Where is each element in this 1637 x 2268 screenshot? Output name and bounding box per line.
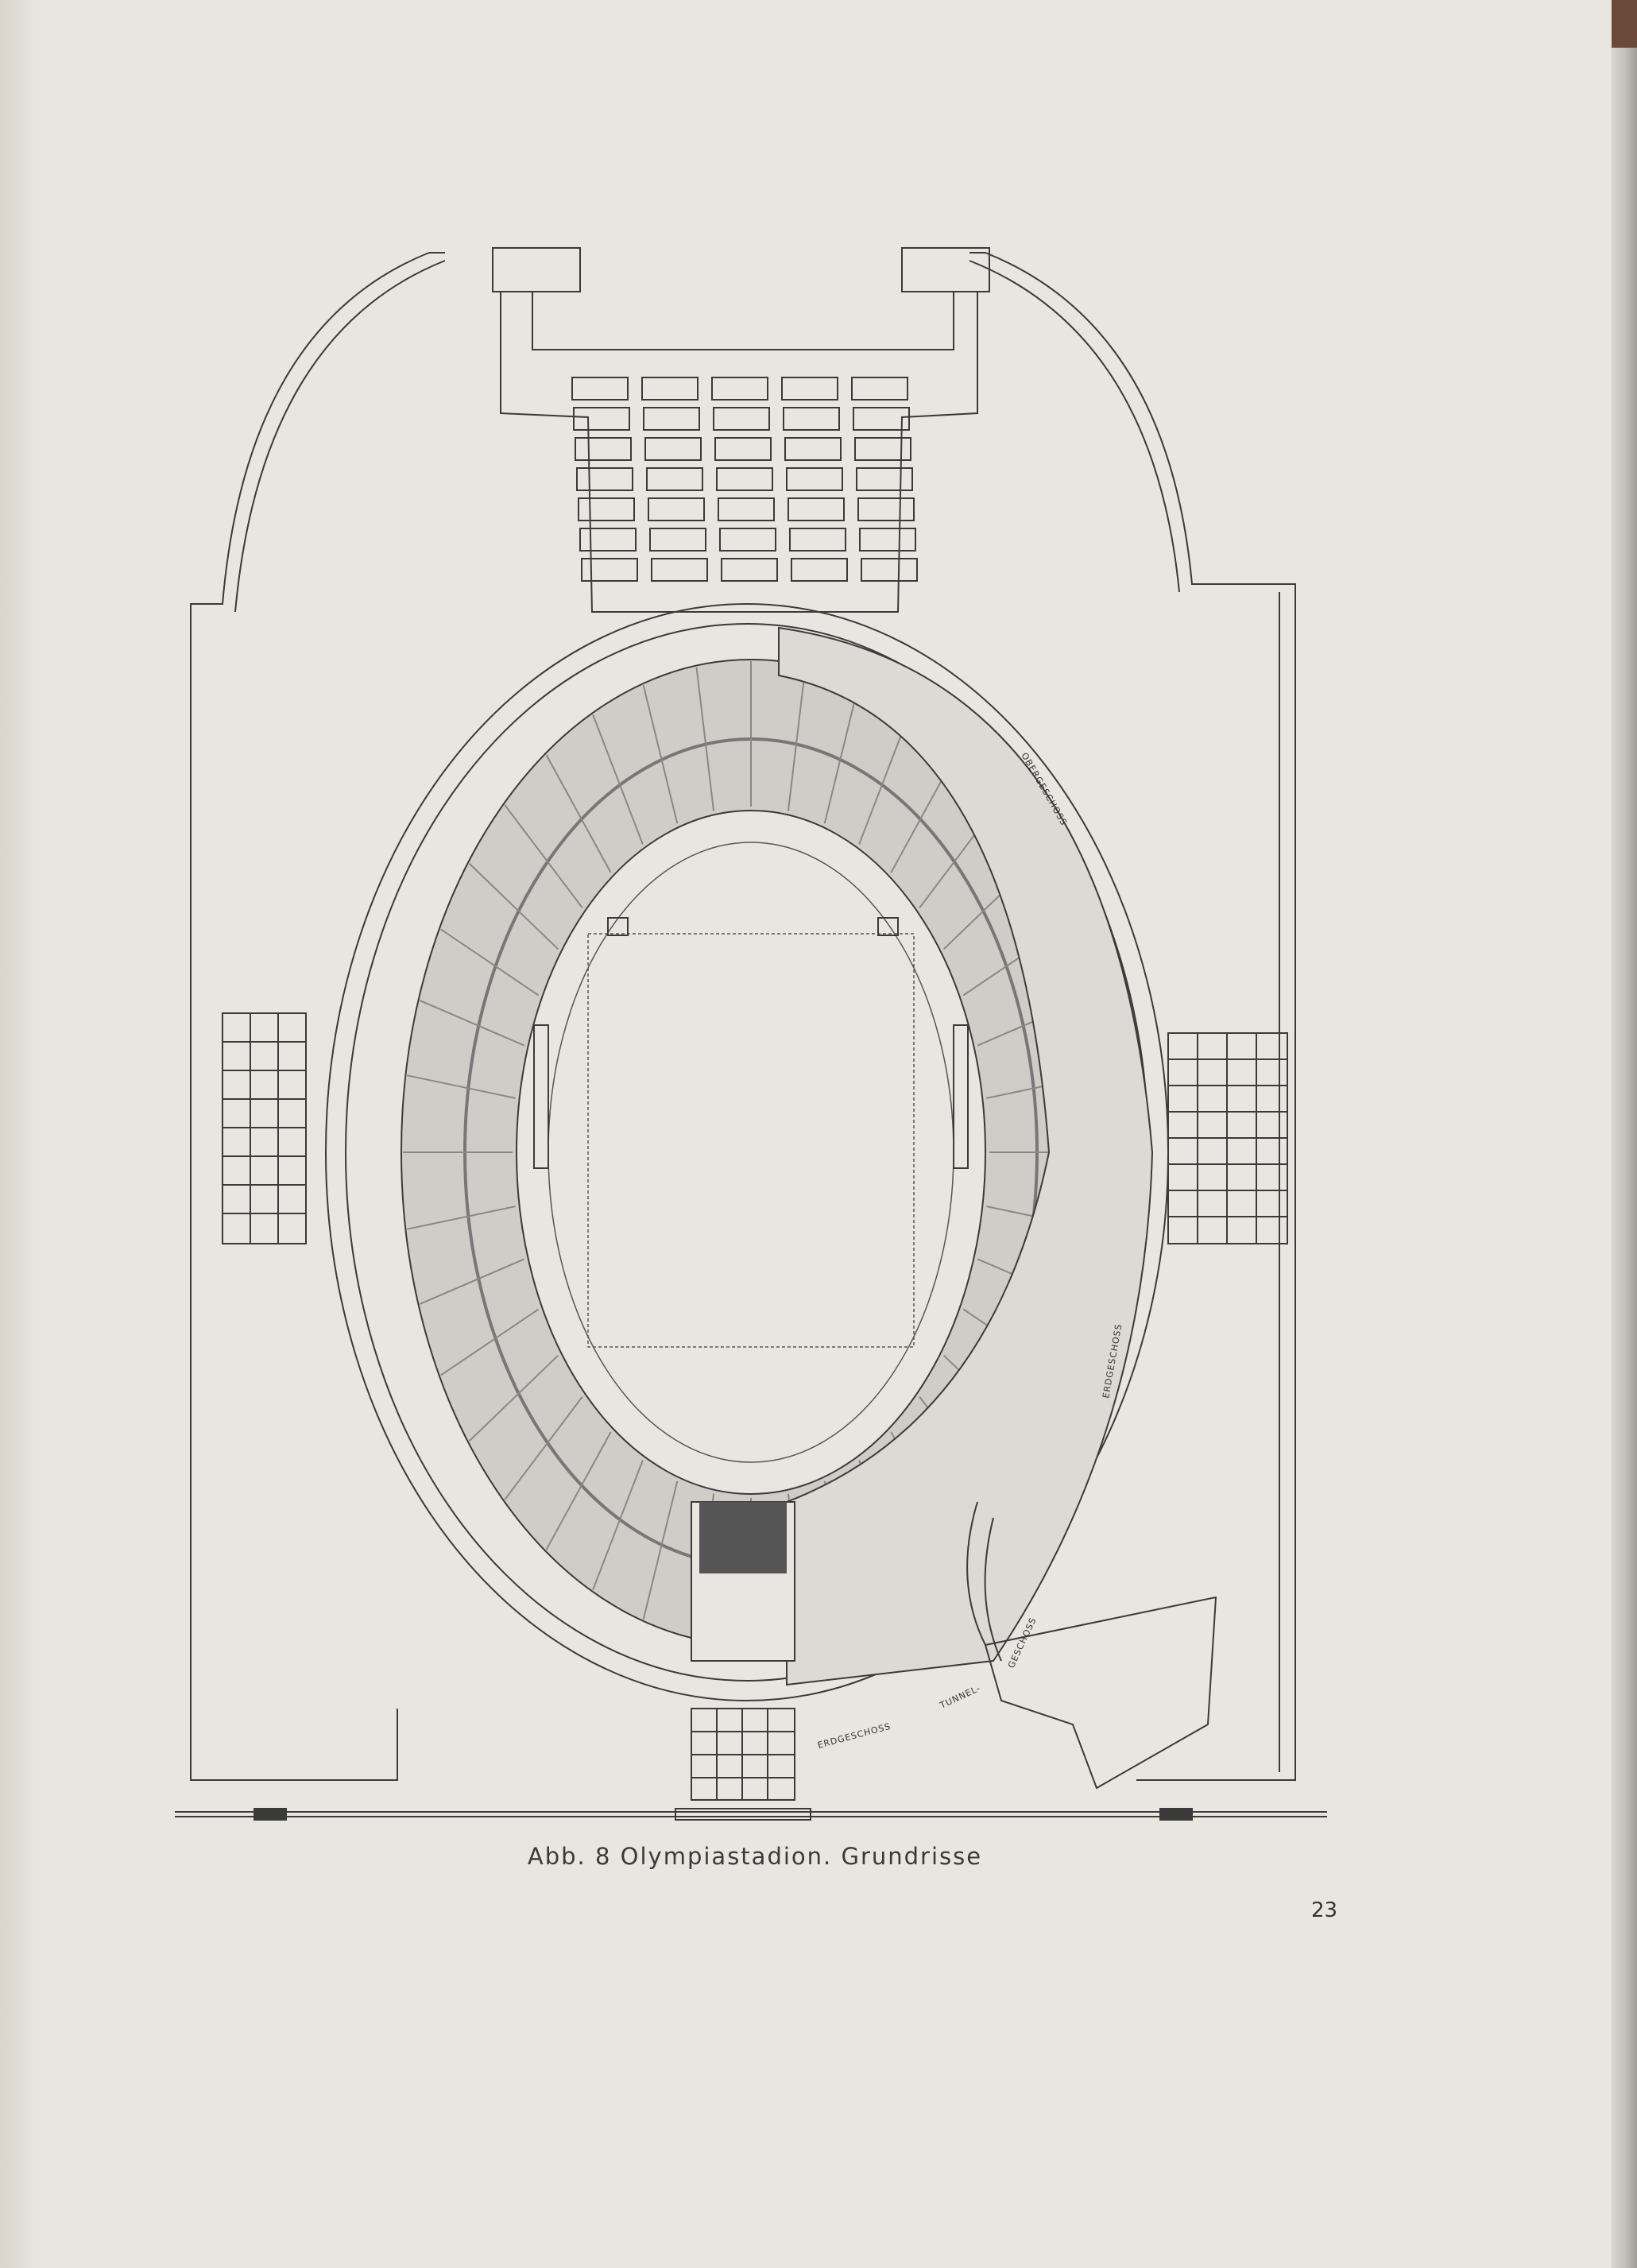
playing-field (587, 933, 915, 1348)
figure-caption: Abb. 8 Olympiastadion. Grundrisse (527, 1843, 983, 1870)
page-number: 23 (1311, 1898, 1338, 1922)
label-tunnel: TUNNEL- (938, 1683, 982, 1711)
site-boundary-right (969, 252, 1296, 1781)
tower-right (901, 247, 990, 292)
page-edge (1612, 48, 1637, 2268)
label-erdgeschoss-bottom: ERDGESCHOSS (816, 1721, 892, 1751)
main-building-outline (500, 291, 978, 613)
tunnel-annex (984, 1596, 1217, 1790)
side-building-grids (222, 1012, 1288, 1801)
stadium-floor-plan: OBERGESCHOSS ERDGESCHOSS GESCHOSS TUNNEL… (175, 247, 1327, 1821)
site-boundary-left (190, 252, 445, 1781)
book-gutter (0, 0, 40, 2268)
ground-floor-section (778, 626, 1154, 1686)
tower-left (492, 247, 581, 292)
main-building-bays (571, 377, 918, 582)
stadium-outer-ring (325, 603, 1169, 1701)
